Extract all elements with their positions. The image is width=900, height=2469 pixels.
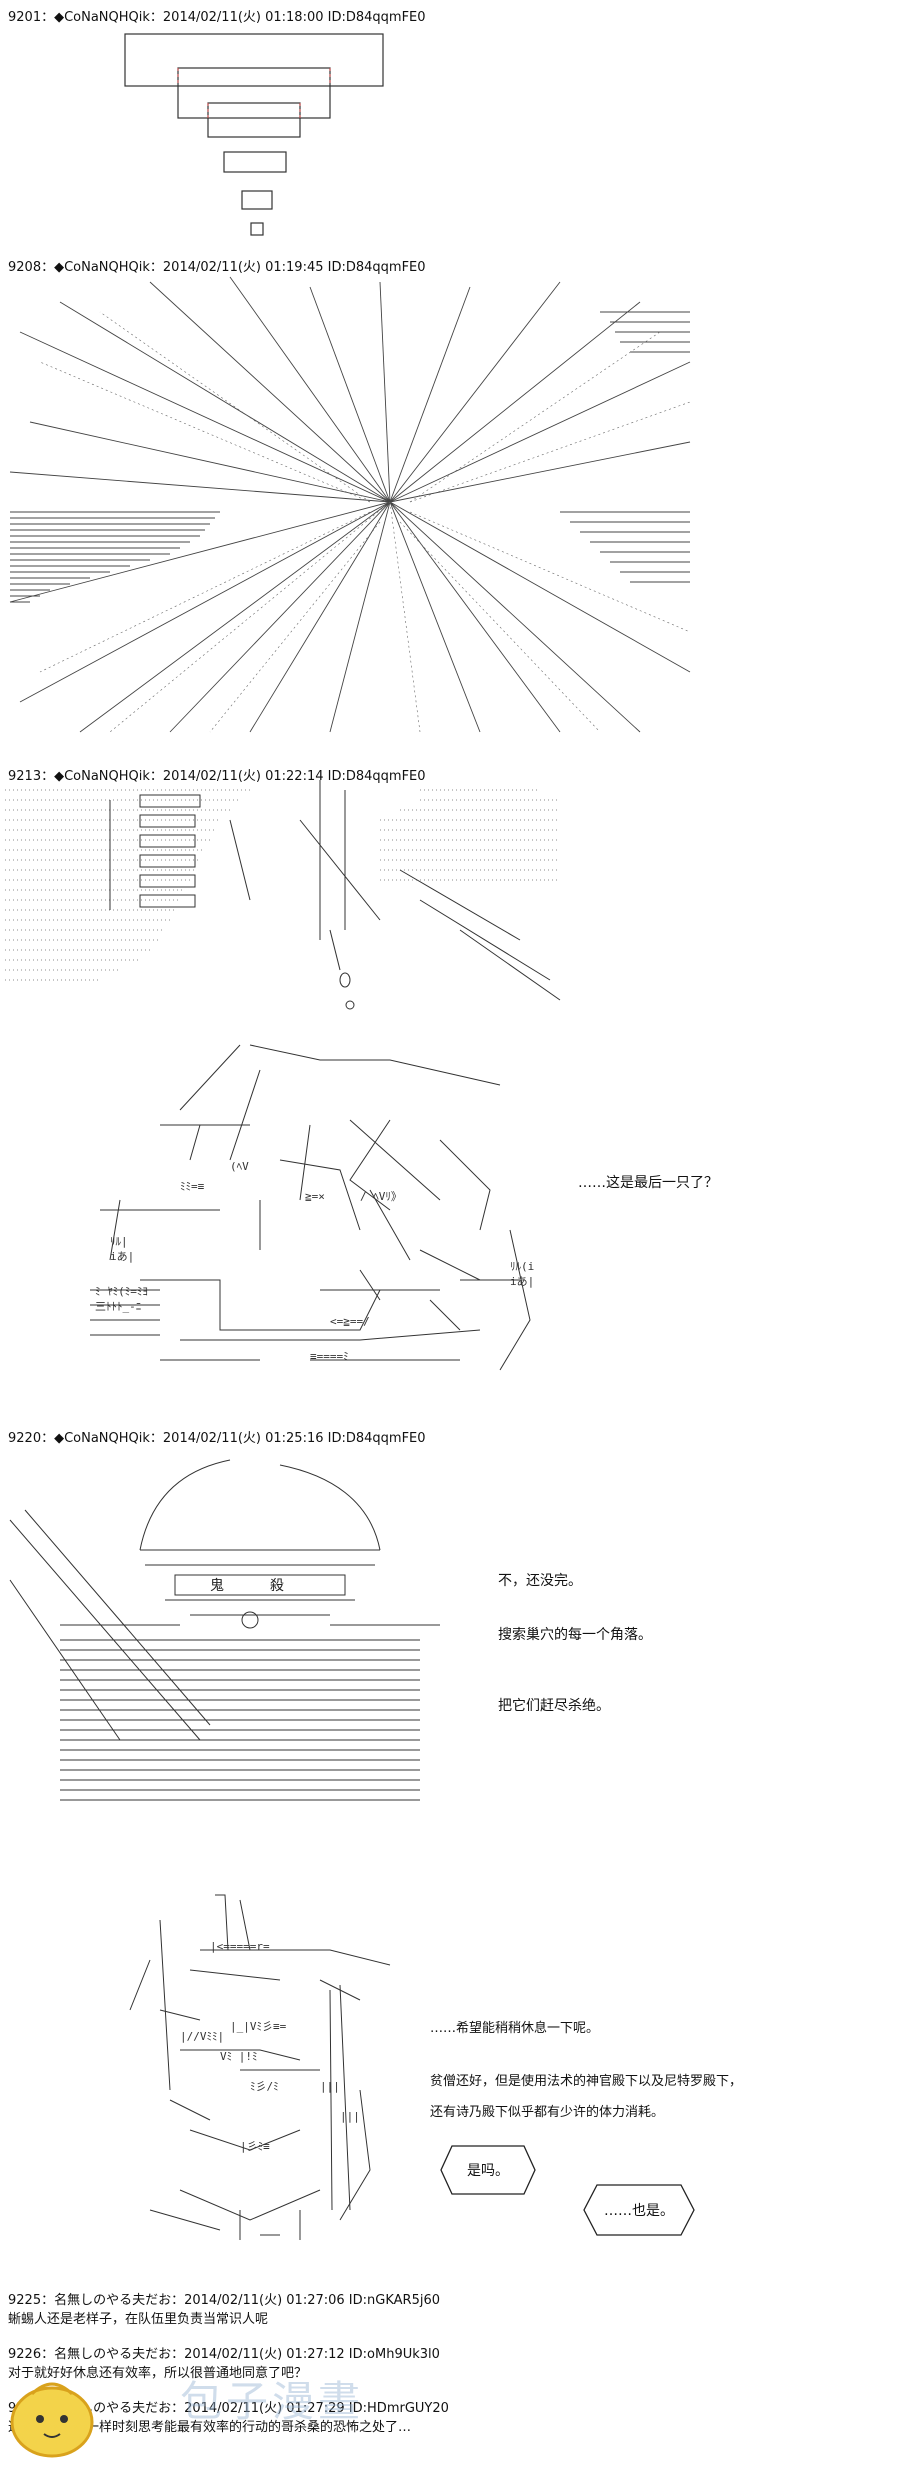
svg-text:ﾐ ﾔﾐ(ﾐ=ﾐﾖ: ﾐ ﾔﾐ(ﾐ=ﾐﾖ — [95, 1285, 148, 1298]
post-body: 这里还是机械一样时刻思考能最有效率的行动的哥杀桑的恐怖之处了… — [8, 2420, 412, 2435]
dialogue-text: ……这是最后一只了？ — [578, 1175, 718, 1191]
svg-text:ﾘﾙ(i: ﾘﾙ(i — [510, 1260, 534, 1273]
post-header: 9213：◆CoNaNQHQik：2014/02/11(火) 01:22:14 … — [8, 769, 426, 784]
svg-text:|_|Vﾐ彡≡=: |_|Vﾐ彡≡= — [230, 2020, 287, 2033]
svg-text:≡====ﾐ: ≡====ﾐ — [310, 1350, 349, 1363]
svg-text:|//Vﾐﾐ|: |//Vﾐﾐ| — [180, 2030, 224, 2043]
battle-scene-art — [5, 780, 561, 1010]
post-body: 蜥蜴人还是老样子，在队伍里负责当常识人呢 — [8, 2312, 269, 2327]
svg-text:/ ﾍVﾘ》: / ﾍVﾘ》 — [360, 1190, 402, 1203]
speech-bubble: 是吗。 — [440, 2145, 536, 2195]
post-header: 9225：名無しのやる夫だお：2014/02/11(火) 01:27:06 ID… — [8, 2293, 440, 2308]
dialogue-text: ……希望能稍稍休息一下呢。 — [430, 2021, 600, 2036]
svg-text:iあ|: iあ| — [510, 1275, 534, 1288]
dialogue-text: 贫僧还好，但是使用法术的神官殿下以及尼特罗殿下， — [430, 2074, 743, 2089]
satsu-kanji: 殺 — [270, 1578, 284, 1594]
explosion-scene-art — [9, 276, 691, 733]
svg-text:<=≧==/: <=≧==/ — [330, 1315, 370, 1328]
post-header: 9227：名無しのやる夫だお：2014/02/11(火) 01:27:29 ID… — [8, 2401, 449, 2416]
svg-text:iあ|: iあ| — [110, 1250, 134, 1263]
party-members-art: |<=====r= |_|Vﾐ彡≡= |//Vﾐﾐ| Vﾐ |!ﾐ ﾐ彡/ﾐ |彡ﾐ≡… — [129, 1894, 391, 2240]
nested-rectangles-art — [124, 33, 384, 236]
post-header: 9226：名無しのやる夫だお：2014/02/11(火) 01:27:12 ID… — [8, 2347, 440, 2362]
dialogue-text: 搜索巢穴的每一个角落。 — [498, 1627, 652, 1643]
goblin-slayer-art: 鬼 殺 — [9, 1459, 440, 1801]
post-header: 9201：◆CoNaNQHQik：2014/02/11(火) 01:18:00 … — [8, 10, 426, 25]
dialogue-text: 还有诗乃殿下似乎都有少许的体力消耗。 — [430, 2105, 665, 2120]
bubble-text: 是吗。 — [467, 2163, 509, 2179]
svg-text:≧=×: ≧=× — [305, 1190, 325, 1203]
dialogue-text: 不，还没完。 — [498, 1573, 582, 1589]
dialogue-text: 把它们赶尽杀绝。 — [498, 1698, 610, 1714]
svg-text:Vﾐ |!ﾐ: Vﾐ |!ﾐ — [220, 2050, 258, 2063]
speech-bubble: ……也是。 — [583, 2184, 695, 2236]
oni-kanji: 鬼 — [210, 1578, 224, 1594]
svg-text:三ﾄﾄﾄ_-ﾆ: 三ﾄﾄﾄ_-ﾆ — [95, 1300, 141, 1313]
svg-text:|||: ||| — [320, 2080, 340, 2093]
svg-text:(ﾍV: (ﾍV — [230, 1160, 249, 1173]
svg-text:ﾘﾙ|: ﾘﾙ| — [110, 1235, 128, 1248]
svg-text:|<=====r=: |<=====r= — [210, 1940, 270, 1953]
watermark-text: 包子漫畫 — [180, 2377, 365, 2426]
svg-text:|||: ||| — [340, 2110, 360, 2123]
lizardman-character-art: ﾐﾐ=≡ ≧=× / ﾍVﾘ》 (ﾍV ﾘﾙ(i iあ| ﾘﾙ| iあ| ﾐ ﾔﾐ(ﾐ=… — [90, 1044, 534, 1371]
post-header: 9208：◆CoNaNQHQik：2014/02/11(火) 01:19:45 … — [8, 260, 426, 275]
svg-text:ﾐ彡/ﾐ: ﾐ彡/ﾐ — [250, 2080, 279, 2093]
svg-text:|彡ﾐ≡: |彡ﾐ≡ — [240, 2140, 270, 2153]
post-body: 对于就好好休息还有效率，所以很普通地同意了吧？ — [8, 2366, 308, 2381]
watermark-bun-icon — [10, 2382, 94, 2458]
bubble-text: ……也是。 — [604, 2203, 674, 2219]
post-header: 9220：◆CoNaNQHQik：2014/02/11(火) 01:25:16 … — [8, 1431, 426, 1446]
svg-text:ﾐﾐ=≡: ﾐﾐ=≡ — [180, 1180, 205, 1193]
